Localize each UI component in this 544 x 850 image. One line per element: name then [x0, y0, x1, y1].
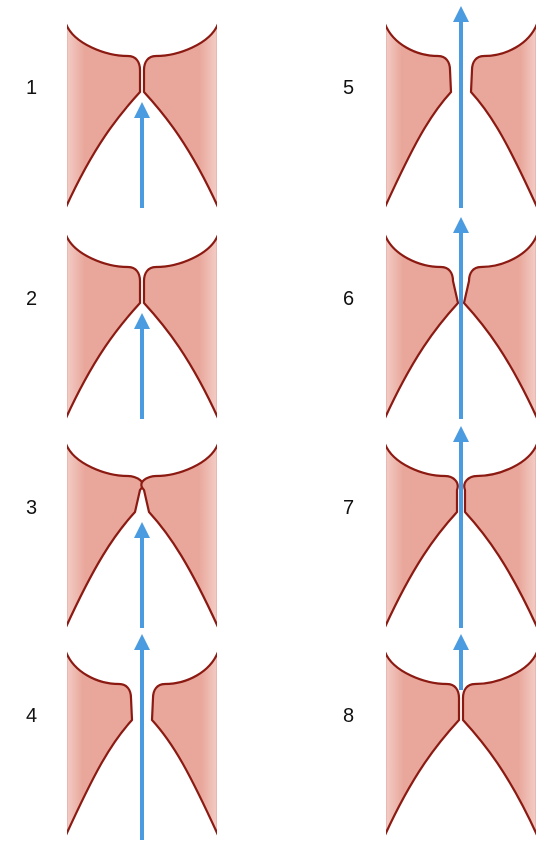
edge-mask — [63, 22, 67, 209]
frame-number-label: 7 — [343, 497, 354, 519]
frame-number-label: 2 — [26, 288, 37, 310]
edge-mask — [382, 233, 386, 420]
right-vocal-fold — [144, 24, 218, 207]
frame-number-label: 5 — [343, 77, 354, 99]
edge-mask — [217, 442, 221, 629]
frame-3: 3 — [26, 440, 221, 629]
left-vocal-fold — [385, 24, 451, 207]
edge-mask — [64, 440, 220, 443]
frame-7: 7 — [343, 434, 540, 629]
right-vocal-fold — [141, 444, 218, 627]
frame-number-label: 3 — [26, 497, 37, 519]
edge-mask — [217, 233, 221, 420]
edge-mask — [64, 231, 220, 234]
frame-8: 8 — [343, 642, 540, 837]
edge-mask — [536, 650, 540, 837]
right-vocal-fold — [144, 235, 218, 418]
frame-5: 5 — [343, 14, 540, 209]
frame-1: 1 — [26, 20, 221, 209]
edge-mask — [536, 442, 540, 629]
edge-mask — [64, 20, 220, 23]
edge-mask — [382, 650, 386, 837]
right-vocal-fold — [464, 235, 537, 418]
edge-mask — [536, 233, 540, 420]
left-vocal-fold — [385, 652, 459, 835]
frame-number-label: 4 — [26, 705, 37, 727]
edge-mask — [63, 650, 67, 837]
left-vocal-fold — [66, 235, 140, 418]
edge-mask — [536, 22, 540, 209]
left-vocal-fold — [385, 235, 458, 418]
edge-mask — [217, 22, 221, 209]
edge-mask — [382, 22, 386, 209]
left-vocal-fold — [66, 652, 132, 835]
right-vocal-fold — [463, 652, 537, 835]
frame-2: 2 — [26, 231, 221, 420]
frame-4: 4 — [26, 642, 221, 840]
right-vocal-fold — [471, 24, 537, 207]
frame-number-label: 6 — [343, 288, 354, 310]
frame-number-label: 8 — [343, 705, 354, 727]
frame-6: 6 — [343, 225, 540, 420]
left-vocal-fold — [385, 444, 458, 627]
right-vocal-fold — [464, 444, 537, 627]
edge-mask — [217, 650, 221, 837]
left-vocal-fold — [66, 24, 140, 207]
right-vocal-fold — [152, 652, 218, 835]
edge-mask — [63, 442, 67, 629]
left-vocal-fold — [66, 444, 143, 627]
edge-mask — [63, 233, 67, 420]
frame-number-label: 1 — [26, 77, 37, 99]
edge-mask — [382, 442, 386, 629]
